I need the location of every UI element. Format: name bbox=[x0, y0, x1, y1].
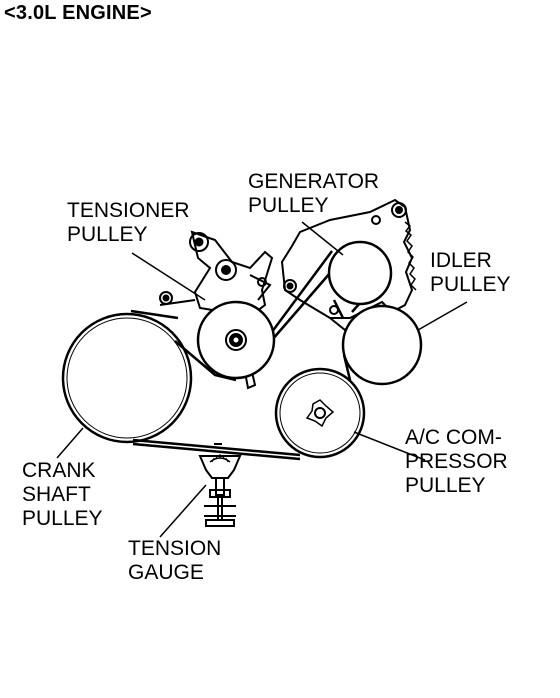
tension-gauge bbox=[198, 443, 242, 527]
tensioner-pulley bbox=[196, 300, 276, 380]
idler-pulley-label: IDLER PULLEY bbox=[430, 249, 511, 296]
generator-pulley-label: GENERATOR PULLEY bbox=[248, 170, 380, 217]
tensioner-pulley-label: TENSIONER PULLEY bbox=[67, 199, 190, 246]
leader-lines bbox=[56, 221, 468, 538]
crank-shaft-pulley bbox=[61, 312, 193, 444]
crank-shaft-pulley-label: CRANK SHAFT PULLEY bbox=[22, 459, 103, 530]
ac-compressor-pulley-label: A/C COM- PRESSOR PULLEY bbox=[405, 426, 508, 497]
generator-pulley bbox=[327, 240, 393, 306]
diagram-title: <3.0L ENGINE> bbox=[4, 2, 152, 24]
idler-pulley bbox=[341, 304, 423, 386]
ac-compressor-pulley bbox=[274, 367, 366, 459]
tensioner-bracket bbox=[159, 230, 274, 390]
tension-gauge-label: TENSION GAUGE bbox=[128, 537, 222, 584]
